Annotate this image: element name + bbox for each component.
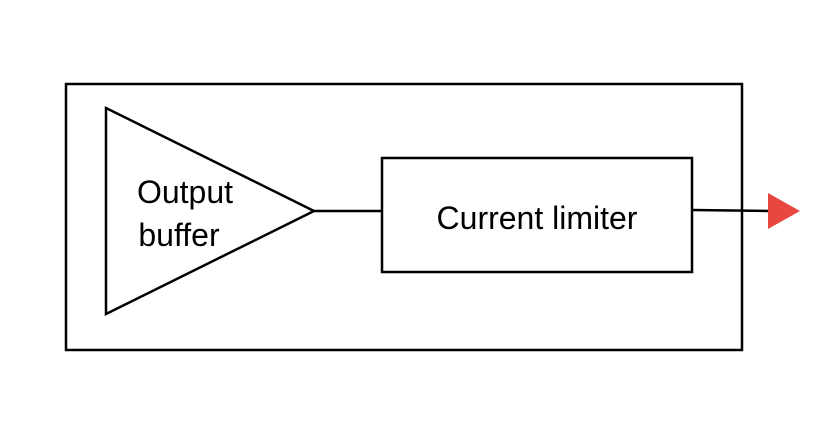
output-arrowhead (768, 193, 800, 229)
output-buffer-triangle (104, 105, 317, 317)
enclosure-box (64, 82, 744, 352)
output-buffer-label-line2: buffer (138, 217, 220, 253)
output-buffer-label-line1: Output (137, 174, 233, 210)
output-wire (691, 208, 771, 213)
current-limiter-box (380, 156, 694, 274)
current-limiter-label: Current limiter (437, 200, 638, 236)
